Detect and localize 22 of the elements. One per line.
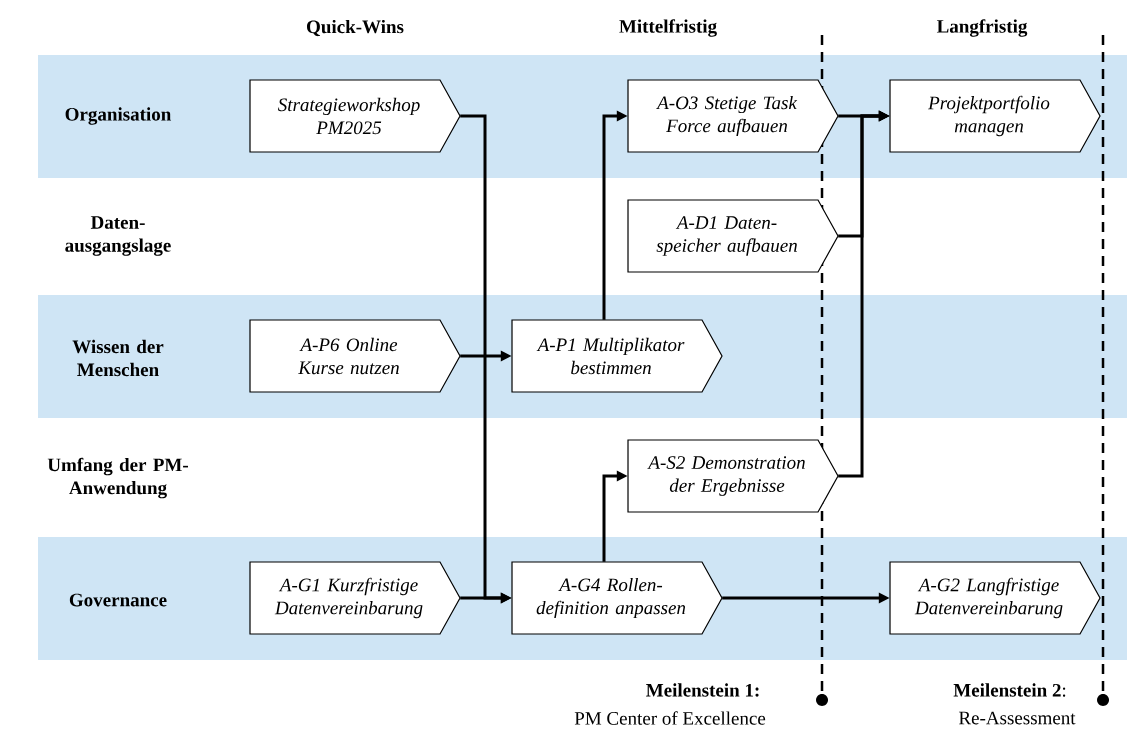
action-chevron: A-G2 Langfristige Datenvereinbarung <box>889 561 1101 635</box>
row-heading: Governance <box>69 593 167 607</box>
row-heading: Daten- ausgangslage <box>65 216 171 256</box>
action-chevron: Projektportfolio managen <box>889 79 1101 153</box>
milestone-label: Re-Assessment <box>959 711 1076 725</box>
row-heading: Organisation <box>65 107 172 125</box>
milestone-label: Meilenstein 1: <box>646 683 759 697</box>
column-heading: Mittelfristig <box>619 19 717 37</box>
action-chevron: A-G1 Kurzfristige Datenvereinbarung <box>249 561 461 635</box>
milestone-label: Meilenstein 2: <box>953 683 1066 697</box>
column-heading: Quick-Wins <box>307 19 404 37</box>
action-chevron: Strategieworkshop PM2025 <box>249 79 461 153</box>
action-chevron: A-G4 Rollen- definition anpassen <box>511 561 723 635</box>
column-heading: Langfristig <box>936 19 1028 37</box>
row-heading: Wissen der Menschen <box>72 339 164 377</box>
action-chevron: A-S2 Demonstration der Ergebnisse <box>627 439 839 513</box>
milestone-label: PM Center of Excellence <box>574 711 766 725</box>
action-chevron: A-O3 Stetige Task Force aufbauen <box>627 79 839 153</box>
row-heading: Umfang der PM-Anwendung <box>47 457 188 499</box>
action-chevron: A-P1 Multiplikator bestimmen <box>511 319 723 393</box>
action-chevron: A-D1 Daten- speicher aufbauen <box>627 199 839 273</box>
action-chevron: A-P6 Online Kurse nutzen <box>249 319 461 393</box>
